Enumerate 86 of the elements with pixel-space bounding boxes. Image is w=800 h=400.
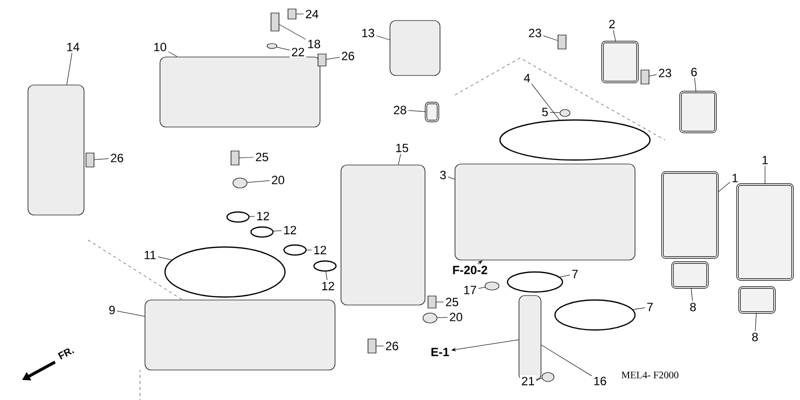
bolt bbox=[558, 34, 566, 50]
leader-line bbox=[755, 312, 757, 332]
leader-line bbox=[326, 271, 328, 280]
callout-number: 7 bbox=[570, 268, 580, 280]
callout-number: 9 bbox=[107, 304, 117, 316]
callout-number: 3 bbox=[438, 169, 448, 181]
leader-line bbox=[543, 36, 558, 41]
callout-number: 1 bbox=[730, 172, 740, 184]
leader-line bbox=[116, 310, 145, 317]
leader-line bbox=[276, 46, 290, 50]
air-filter bbox=[736, 183, 794, 281]
o-ring bbox=[226, 211, 250, 223]
callout-number: 2 bbox=[607, 18, 617, 30]
gasket-plate bbox=[340, 164, 426, 306]
leader-line bbox=[550, 112, 560, 113]
leader-line bbox=[273, 230, 282, 232]
o-ring bbox=[313, 260, 337, 272]
leader-line bbox=[690, 288, 693, 302]
air-box bbox=[454, 164, 636, 260]
air-filter bbox=[661, 171, 719, 259]
leader-line bbox=[66, 52, 72, 85]
washer bbox=[266, 43, 278, 49]
filter-holder bbox=[601, 40, 639, 84]
screw bbox=[318, 54, 326, 66]
leader-line bbox=[408, 110, 426, 112]
screw bbox=[428, 296, 436, 308]
leader-line bbox=[398, 154, 401, 165]
screw bbox=[288, 8, 296, 20]
leader-line bbox=[279, 24, 306, 40]
leader-line bbox=[326, 57, 340, 60]
clamp bbox=[232, 178, 248, 188]
arrow bbox=[477, 260, 482, 264]
callout-number: 7 bbox=[645, 301, 655, 313]
filter-element bbox=[390, 20, 440, 76]
end-cap bbox=[738, 286, 776, 314]
gasket bbox=[499, 119, 651, 161]
direction-label: FR. bbox=[58, 348, 74, 360]
o-ring bbox=[283, 244, 307, 256]
leader-line bbox=[560, 274, 570, 278]
callout-number: 1 bbox=[760, 154, 770, 166]
leader-line bbox=[94, 158, 109, 160]
screw bbox=[86, 152, 94, 168]
leader-line bbox=[531, 84, 560, 120]
bolt bbox=[640, 70, 650, 84]
leader-line bbox=[613, 30, 616, 42]
leader-line bbox=[649, 74, 657, 76]
callout-number: 4 bbox=[522, 72, 532, 84]
leader-line bbox=[247, 180, 270, 183]
callout-number: 8 bbox=[750, 331, 760, 343]
grommet bbox=[484, 282, 500, 290]
top-cover bbox=[160, 56, 320, 128]
part-code: MEL4- F2000 bbox=[622, 372, 678, 378]
screw bbox=[230, 150, 240, 166]
bolt bbox=[270, 12, 280, 32]
callout-number: 5 bbox=[540, 106, 550, 118]
leader-line bbox=[478, 287, 486, 289]
callout-number: 6 bbox=[689, 66, 699, 78]
screw bbox=[368, 338, 376, 354]
callout-number: 8 bbox=[688, 301, 698, 313]
reference-label: E-1 bbox=[429, 346, 451, 358]
arrow bbox=[452, 340, 519, 352]
leader-line bbox=[376, 35, 390, 40]
air-box-base bbox=[144, 300, 336, 370]
leader-line bbox=[718, 182, 730, 192]
leader-line bbox=[694, 78, 696, 92]
leader-line bbox=[168, 51, 178, 57]
o-ring bbox=[250, 226, 274, 238]
gasket bbox=[554, 299, 636, 331]
grommet bbox=[424, 102, 440, 122]
leader-line bbox=[764, 166, 766, 184]
leader-line bbox=[249, 216, 255, 217]
side-cover bbox=[28, 84, 84, 216]
clamp bbox=[422, 312, 438, 324]
gasket bbox=[506, 271, 564, 293]
leader-line bbox=[239, 157, 254, 158]
filter-holder bbox=[679, 90, 717, 134]
leader-line bbox=[437, 317, 448, 318]
nut bbox=[560, 109, 570, 117]
leader-line bbox=[448, 176, 455, 180]
leader-line bbox=[536, 378, 542, 380]
leader-line bbox=[158, 256, 172, 260]
leader-line bbox=[632, 307, 646, 310]
leader-line bbox=[541, 344, 592, 376]
end-cap bbox=[671, 261, 709, 289]
gasket bbox=[164, 246, 286, 298]
clamp bbox=[542, 372, 554, 382]
